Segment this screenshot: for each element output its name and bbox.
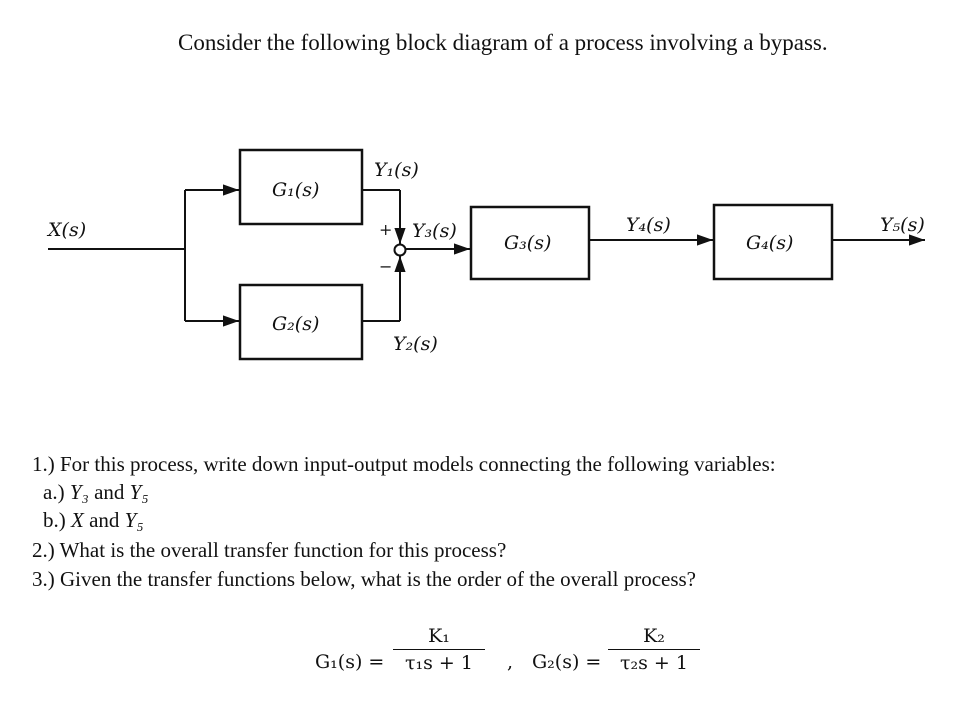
block-g2 bbox=[238, 283, 364, 361]
question-1a-var2: Y₅ bbox=[129, 480, 149, 504]
signal-y1-label: Y₁(s) bbox=[374, 159, 419, 181]
g2-fraction: K₂ τ₂s + 1 bbox=[608, 625, 700, 674]
signal-y5-label: Y₅(s) bbox=[880, 214, 925, 236]
block-g3 bbox=[469, 205, 591, 281]
question-1a: a.) Y₃ and Y₅ bbox=[43, 478, 149, 506]
question-1a-var1: Y₃ bbox=[69, 480, 89, 504]
block-g1 bbox=[238, 148, 364, 226]
question-1b-var1: X bbox=[71, 508, 84, 532]
g1-fraction-bar bbox=[393, 649, 485, 650]
question-2: 2.) What is the overall transfer functio… bbox=[32, 538, 507, 562]
g2-denominator: τ₂s + 1 bbox=[620, 652, 688, 674]
question-1: 1.) For this process, write down input-o… bbox=[32, 452, 776, 476]
intro-text: Consider the following block diagram of … bbox=[178, 30, 828, 55]
block-g1-label: G₁(s) bbox=[272, 179, 319, 201]
g1-denominator: τ₁s + 1 bbox=[405, 652, 473, 674]
question-1b-var2: Y₅ bbox=[124, 508, 144, 532]
signal-y3-label: Y₃(s) bbox=[412, 220, 457, 242]
plus-sign: + bbox=[379, 220, 392, 239]
g1-fraction: K₁ τ₁s + 1 bbox=[393, 625, 485, 674]
question-1b-prefix: b.) bbox=[43, 508, 66, 532]
g2-formula-lhs: G₂(s) = bbox=[532, 651, 602, 673]
g1-numerator: K₁ bbox=[428, 625, 450, 647]
formula-separator: , bbox=[507, 651, 514, 673]
question-1b-and: and bbox=[89, 508, 120, 532]
g1-formula-lhs: G₁(s) = bbox=[315, 651, 385, 673]
minus-sign: − bbox=[379, 257, 392, 276]
question-1b: b.) X and Y₅ bbox=[43, 506, 144, 534]
block-diagram: + − G₁(s) G₂(s) G₃(s) G₄(s) X(s) Y₁(s) Y… bbox=[46, 148, 925, 361]
question-1a-prefix: a.) bbox=[43, 480, 65, 504]
summing-junction bbox=[393, 243, 407, 257]
block-g4 bbox=[712, 203, 834, 281]
signal-y2-label: Y₂(s) bbox=[393, 333, 438, 355]
block-g3-label: G₃(s) bbox=[504, 232, 551, 254]
signal-x-label: X(s) bbox=[46, 219, 86, 241]
question-3: 3.) Given the transfer functions below, … bbox=[32, 567, 697, 591]
block-g4-label: G₄(s) bbox=[746, 232, 793, 254]
g2-numerator: K₂ bbox=[643, 625, 665, 647]
g2-fraction-bar bbox=[608, 649, 700, 650]
block-g2-label: G₂(s) bbox=[272, 313, 319, 335]
question-1a-and: and bbox=[94, 480, 125, 504]
signal-y4-label: Y₄(s) bbox=[626, 214, 671, 236]
